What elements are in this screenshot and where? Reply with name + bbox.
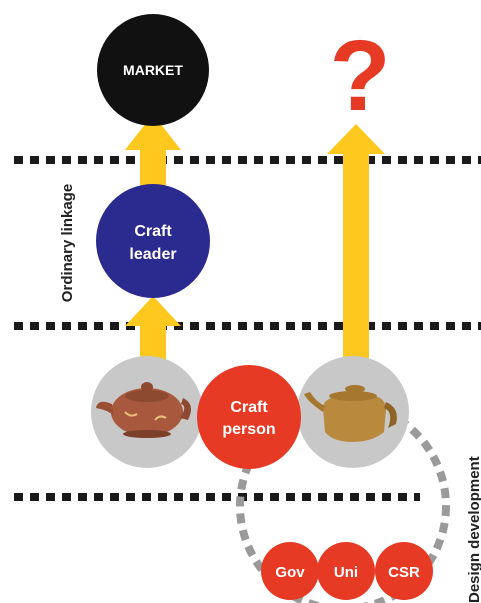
arrow-pot-to-leader bbox=[125, 296, 181, 365]
csr-node bbox=[375, 542, 433, 600]
market-node bbox=[97, 14, 209, 126]
teapot-right-icon bbox=[304, 385, 397, 442]
teapot-left-icon bbox=[96, 382, 192, 438]
csr-label: CSR bbox=[388, 564, 420, 581]
design-development-label: Design development bbox=[466, 456, 481, 603]
arrow-leader-to-market bbox=[125, 114, 181, 190]
craft-person-node bbox=[197, 365, 301, 469]
uni-label: Uni bbox=[334, 564, 358, 581]
craft-person-label-line2: person bbox=[222, 421, 275, 438]
uni-node bbox=[317, 542, 375, 600]
gov-node bbox=[261, 542, 319, 600]
craft-leader-node bbox=[96, 184, 210, 298]
market-label: MARKET bbox=[123, 62, 183, 78]
arrow-pot-to-question bbox=[327, 124, 385, 363]
craft-leader-label-line2: leader bbox=[129, 246, 176, 263]
question-mark: ? bbox=[329, 20, 390, 132]
ordinary-linkage-label: Ordinary linkage bbox=[59, 184, 76, 302]
craft-person-label-line1: Craft bbox=[230, 399, 268, 416]
gov-label: Gov bbox=[275, 564, 305, 581]
craft-leader-label-line1: Craft bbox=[134, 223, 172, 240]
